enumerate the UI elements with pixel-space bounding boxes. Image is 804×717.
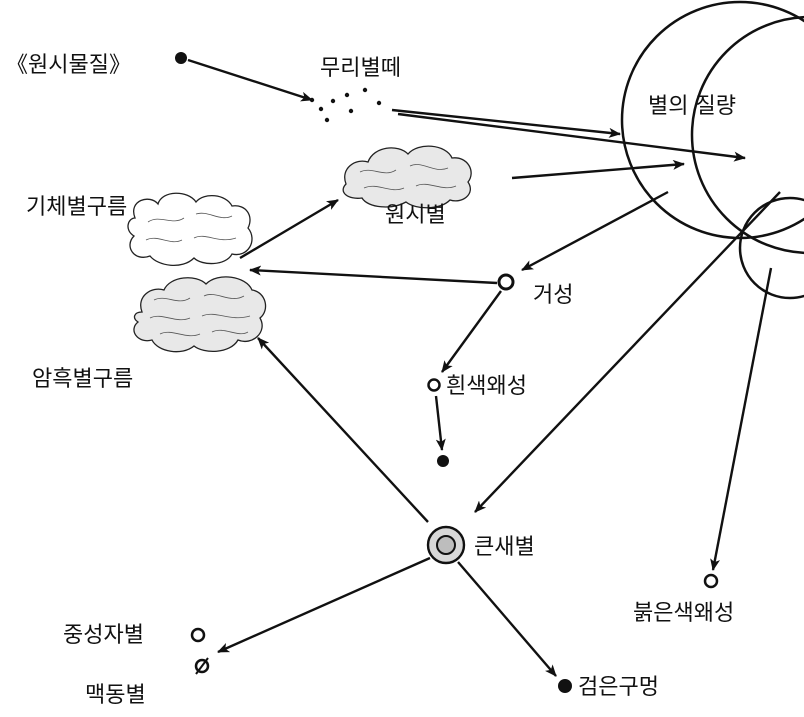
pulsar-label: 맥동별 [85, 683, 146, 708]
arrow-supergiant-to-black-hole [457, 561, 557, 677]
white-dwarf-marker [427, 378, 441, 392]
supergiant-core [436, 535, 456, 555]
stellar-mass-circles [620, 0, 804, 300]
supergiant-label: 큰새별 [474, 535, 535, 560]
arrow-protostar-to-mass [511, 159, 685, 180]
dark-cloud [133, 276, 267, 353]
star-cluster-dots [309, 87, 382, 123]
arrow-cluster-to-mass-1 [391, 108, 621, 138]
neutron-star-marker [190, 627, 206, 643]
arrow-mass-to-supergiant [474, 191, 781, 513]
arrow-white-dwarf-to-end [434, 395, 446, 451]
arrow-supergiant-to-dark-cloud [257, 337, 429, 523]
arrow-mass-to-red-dwarf [710, 267, 773, 571]
gas-cloud-label: 기체별구름 [26, 195, 127, 220]
giant-label: 거성 [533, 283, 573, 308]
arrow-giant-to-dark-cloud [249, 265, 498, 285]
stellar-mass-label: 별의 질량 [648, 94, 736, 119]
arrow-giant-to-white-dwarf [441, 290, 502, 373]
protostar-cloud [342, 145, 472, 209]
arrow-primordial-to-cluster [187, 58, 313, 102]
white-dwarf-end-dot [437, 455, 449, 467]
arrows [187, 58, 781, 677]
primordial-matter-label: 《원시물질》 [6, 53, 131, 78]
black-hole-marker [558, 679, 572, 693]
dark-cloud-label: 암흑별구름 [32, 367, 133, 392]
arrow-supergiant-to-neutron-star [217, 556, 431, 654]
red-dwarf-label: 붉은색왜성 [633, 601, 734, 626]
arrow-mass-to-giant [521, 190, 669, 272]
protostar-label: 원시별 [385, 203, 446, 228]
arrow-cluster-to-mass-2 [397, 112, 746, 162]
black-hole-label: 검은구멍 [578, 675, 659, 700]
primordial-matter-dot [175, 52, 187, 64]
neutron-star-label: 중성자별 [63, 623, 144, 648]
white-dwarf-label: 흰색왜성 [446, 374, 527, 399]
pulsar-slash [195, 657, 209, 675]
gas-cloud [127, 192, 253, 266]
giant-marker [497, 273, 515, 291]
arrow-gas-to-protostar [239, 198, 339, 260]
red-dwarf-marker [703, 573, 719, 589]
star-cluster-label: 무리별떼 [320, 56, 401, 81]
